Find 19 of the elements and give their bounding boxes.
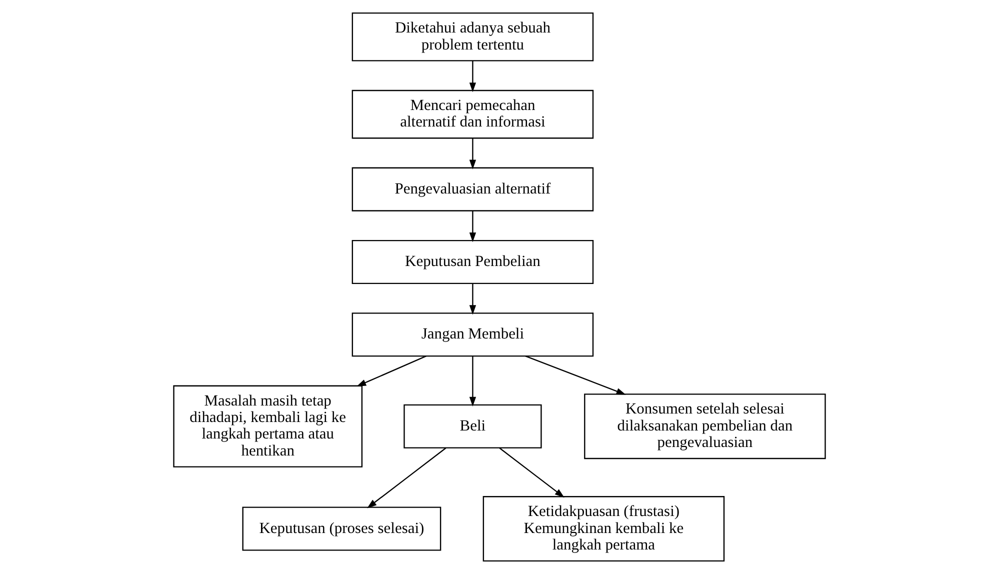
arrow (468, 284, 476, 315)
node-box: Ketidakpuasan (frustasi) Kemungkinan kembali ke langkah pertama (482, 496, 724, 562)
arrow (468, 356, 476, 406)
arrow (468, 210, 476, 242)
arrow (498, 448, 564, 498)
node-box: Mencari pemecahan alternatif dan informasi (351, 90, 594, 139)
node-box: Diketahui adanya sebuah problem tertentu (351, 12, 594, 62)
node-box: Pengevaluasian alternatif (351, 167, 594, 212)
node-box: Beli (403, 404, 542, 448)
arrow (366, 448, 446, 508)
arrow (524, 356, 626, 395)
arrow (356, 356, 426, 386)
arrow (468, 61, 476, 92)
node-box: Konsumen setelah selesai dilaksanakan pembelian dan pengevaluasian (584, 394, 826, 460)
node-box: Jangan Membeli (351, 312, 594, 357)
node-box: Keputusan Pembelian (351, 240, 594, 284)
arrow (468, 138, 476, 170)
node-box: Keputusan (proses selesai) (242, 506, 441, 551)
node-box: Masalah masih tetap dihadapi, kembali lagi ke langkah pertama atau hentikan (172, 385, 362, 468)
